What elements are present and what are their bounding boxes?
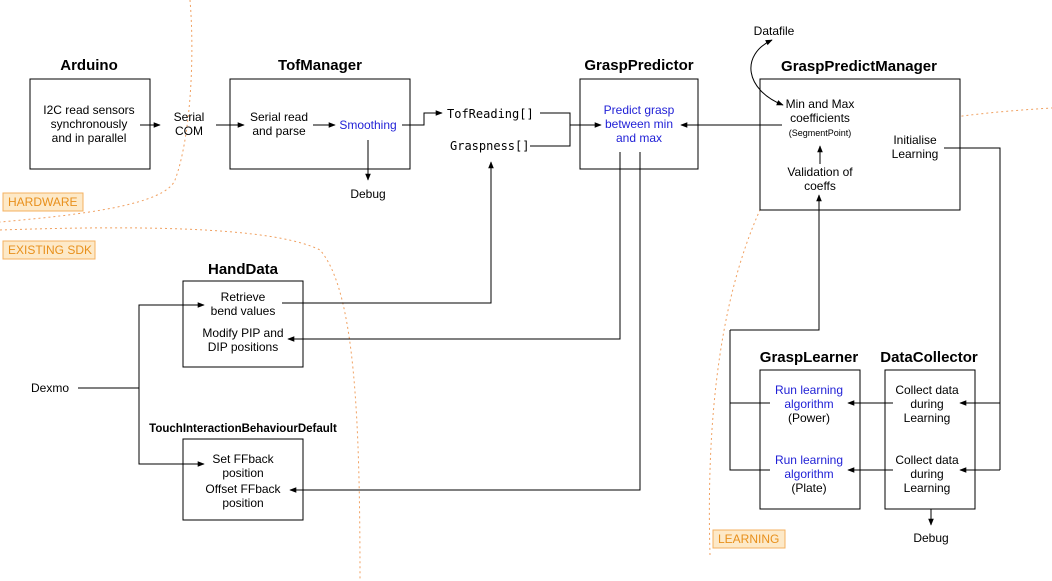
coefficients-text-2: coefficients	[790, 111, 850, 125]
svg-text:EXISTING SDK: EXISTING SDK	[8, 243, 92, 257]
collect-data-1-text-2: during	[910, 397, 943, 411]
arrow-dexmo-to-handdata	[138, 302, 205, 388]
hardware-zone-tag: HARDWARE	[2, 192, 84, 212]
handdata-title: HandData	[208, 261, 279, 278]
predict-grasp-text-1: Predict grasp	[604, 103, 675, 117]
arduino-text-1: I2C read sensors	[43, 103, 134, 117]
grasppredictor-box[interactable]	[579, 78, 699, 170]
grasplearner-box[interactable]	[759, 369, 861, 510]
touchinteraction-title: TouchInteractionBehaviourDefault	[149, 423, 337, 435]
modify-pip-text-1: Modify PIP and	[202, 326, 283, 340]
arrow-retrieve-to-graspness	[282, 161, 494, 304]
run-learning-power-text-2: algorithm	[784, 397, 833, 411]
collect-data-1-text-3: Learning	[904, 411, 951, 425]
arrow-learning-to-validation	[730, 194, 822, 331]
validation-text-2: coeffs	[804, 179, 836, 193]
run-learning-power-text-1: Run learning	[775, 383, 843, 397]
arduino-text-3: and in parallel	[52, 131, 127, 145]
handdata-box[interactable]	[182, 280, 304, 368]
coefficients-text-1: Min and Max	[786, 97, 855, 111]
initialise-learning-text-2: Learning	[892, 147, 939, 161]
run-learning-plate-text-1: Run learning	[775, 453, 843, 467]
grasplearner-title: GraspLearner	[760, 349, 859, 366]
grasppredictmanager-title: GraspPredictManager	[781, 58, 937, 75]
smoothing-text: Smoothing	[339, 118, 396, 132]
serial-read-text-1: Serial read	[250, 110, 308, 124]
serial-read-text-2: and parse	[252, 124, 306, 138]
arduino-title: Arduino	[60, 57, 118, 74]
collect-data-2-text-2: during	[910, 467, 943, 481]
arrow-smoothing-to-tofreading	[402, 110, 443, 126]
run-learning-plate-text-2: algorithm	[784, 467, 833, 481]
modify-pip-text-2: DIP positions	[208, 340, 278, 354]
svg-text:LEARNING: LEARNING	[718, 532, 779, 546]
retrieve-bend-text-2: bend values	[211, 304, 276, 318]
arrow-predictor-to-modify	[287, 152, 621, 342]
sdk-zone-boundary	[0, 227, 361, 581]
debug-bottom-label: Debug	[913, 531, 948, 545]
svg-text:HARDWARE: HARDWARE	[8, 195, 78, 209]
debug-top-label: Debug	[350, 187, 385, 201]
collect-data-1-text-1: Collect data	[895, 383, 959, 397]
offset-ffback-text-1: Offset FFback	[205, 482, 281, 496]
tofmanager-box[interactable]	[229, 78, 411, 170]
line-plate-to-validation	[729, 330, 770, 471]
serial-com-label-1: Serial	[174, 110, 205, 124]
arrow-tofreading-to-predictor	[540, 112, 602, 128]
set-ffback-text-1: Set FFback	[212, 452, 274, 466]
retrieve-bend-text-1: Retrieve	[221, 290, 266, 304]
graspness-label: Graspness[]	[450, 139, 529, 153]
arrow-dexmo-to-touch	[138, 388, 205, 467]
collect-data-2-text-3: Learning	[904, 481, 951, 495]
arrow-datafile-coefficients	[750, 39, 784, 106]
offset-ffback-text-2: position	[222, 496, 263, 510]
tofmanager-title: TofManager	[278, 57, 362, 74]
run-learning-plate-text-3: (Plate)	[791, 481, 826, 495]
predict-grasp-text-2: between min	[605, 117, 673, 131]
set-ffback-text-2: position	[222, 466, 263, 480]
dexmo-label: Dexmo	[31, 381, 69, 395]
touchinteraction-box[interactable]	[182, 438, 304, 521]
existing-sdk-zone-tag: EXISTING SDK	[2, 240, 96, 260]
datacollector-box[interactable]	[884, 369, 976, 510]
learning-zone-tag: LEARNING	[712, 529, 786, 549]
initialise-learning-text-1: Initialise	[893, 133, 937, 147]
validation-text-1: Validation of	[787, 165, 853, 179]
line-graspness-to-predictor	[530, 125, 571, 147]
arduino-text-2: synchronously	[51, 117, 128, 131]
line-initialise-learning-down	[944, 147, 1001, 470]
segmentpoint-text: (SegmentPoint)	[789, 128, 852, 138]
hardware-zone-boundary	[0, 0, 193, 223]
arduino-box[interactable]	[29, 78, 151, 170]
grasppredictmanager-box[interactable]	[759, 78, 961, 211]
predict-grasp-text-3: and max	[616, 131, 662, 145]
tofreading-label: TofReading[]	[447, 107, 534, 121]
datafile-label: Datafile	[754, 24, 795, 38]
datacollector-title: DataCollector	[880, 349, 978, 366]
grasppredictor-title: GraspPredictor	[584, 57, 693, 74]
serial-com-label-2: COM	[175, 124, 203, 138]
collect-data-2-text-1: Collect data	[895, 453, 959, 467]
run-learning-power-text-3: (Power)	[788, 411, 830, 425]
arrow-predictor-to-offset	[289, 152, 641, 493]
